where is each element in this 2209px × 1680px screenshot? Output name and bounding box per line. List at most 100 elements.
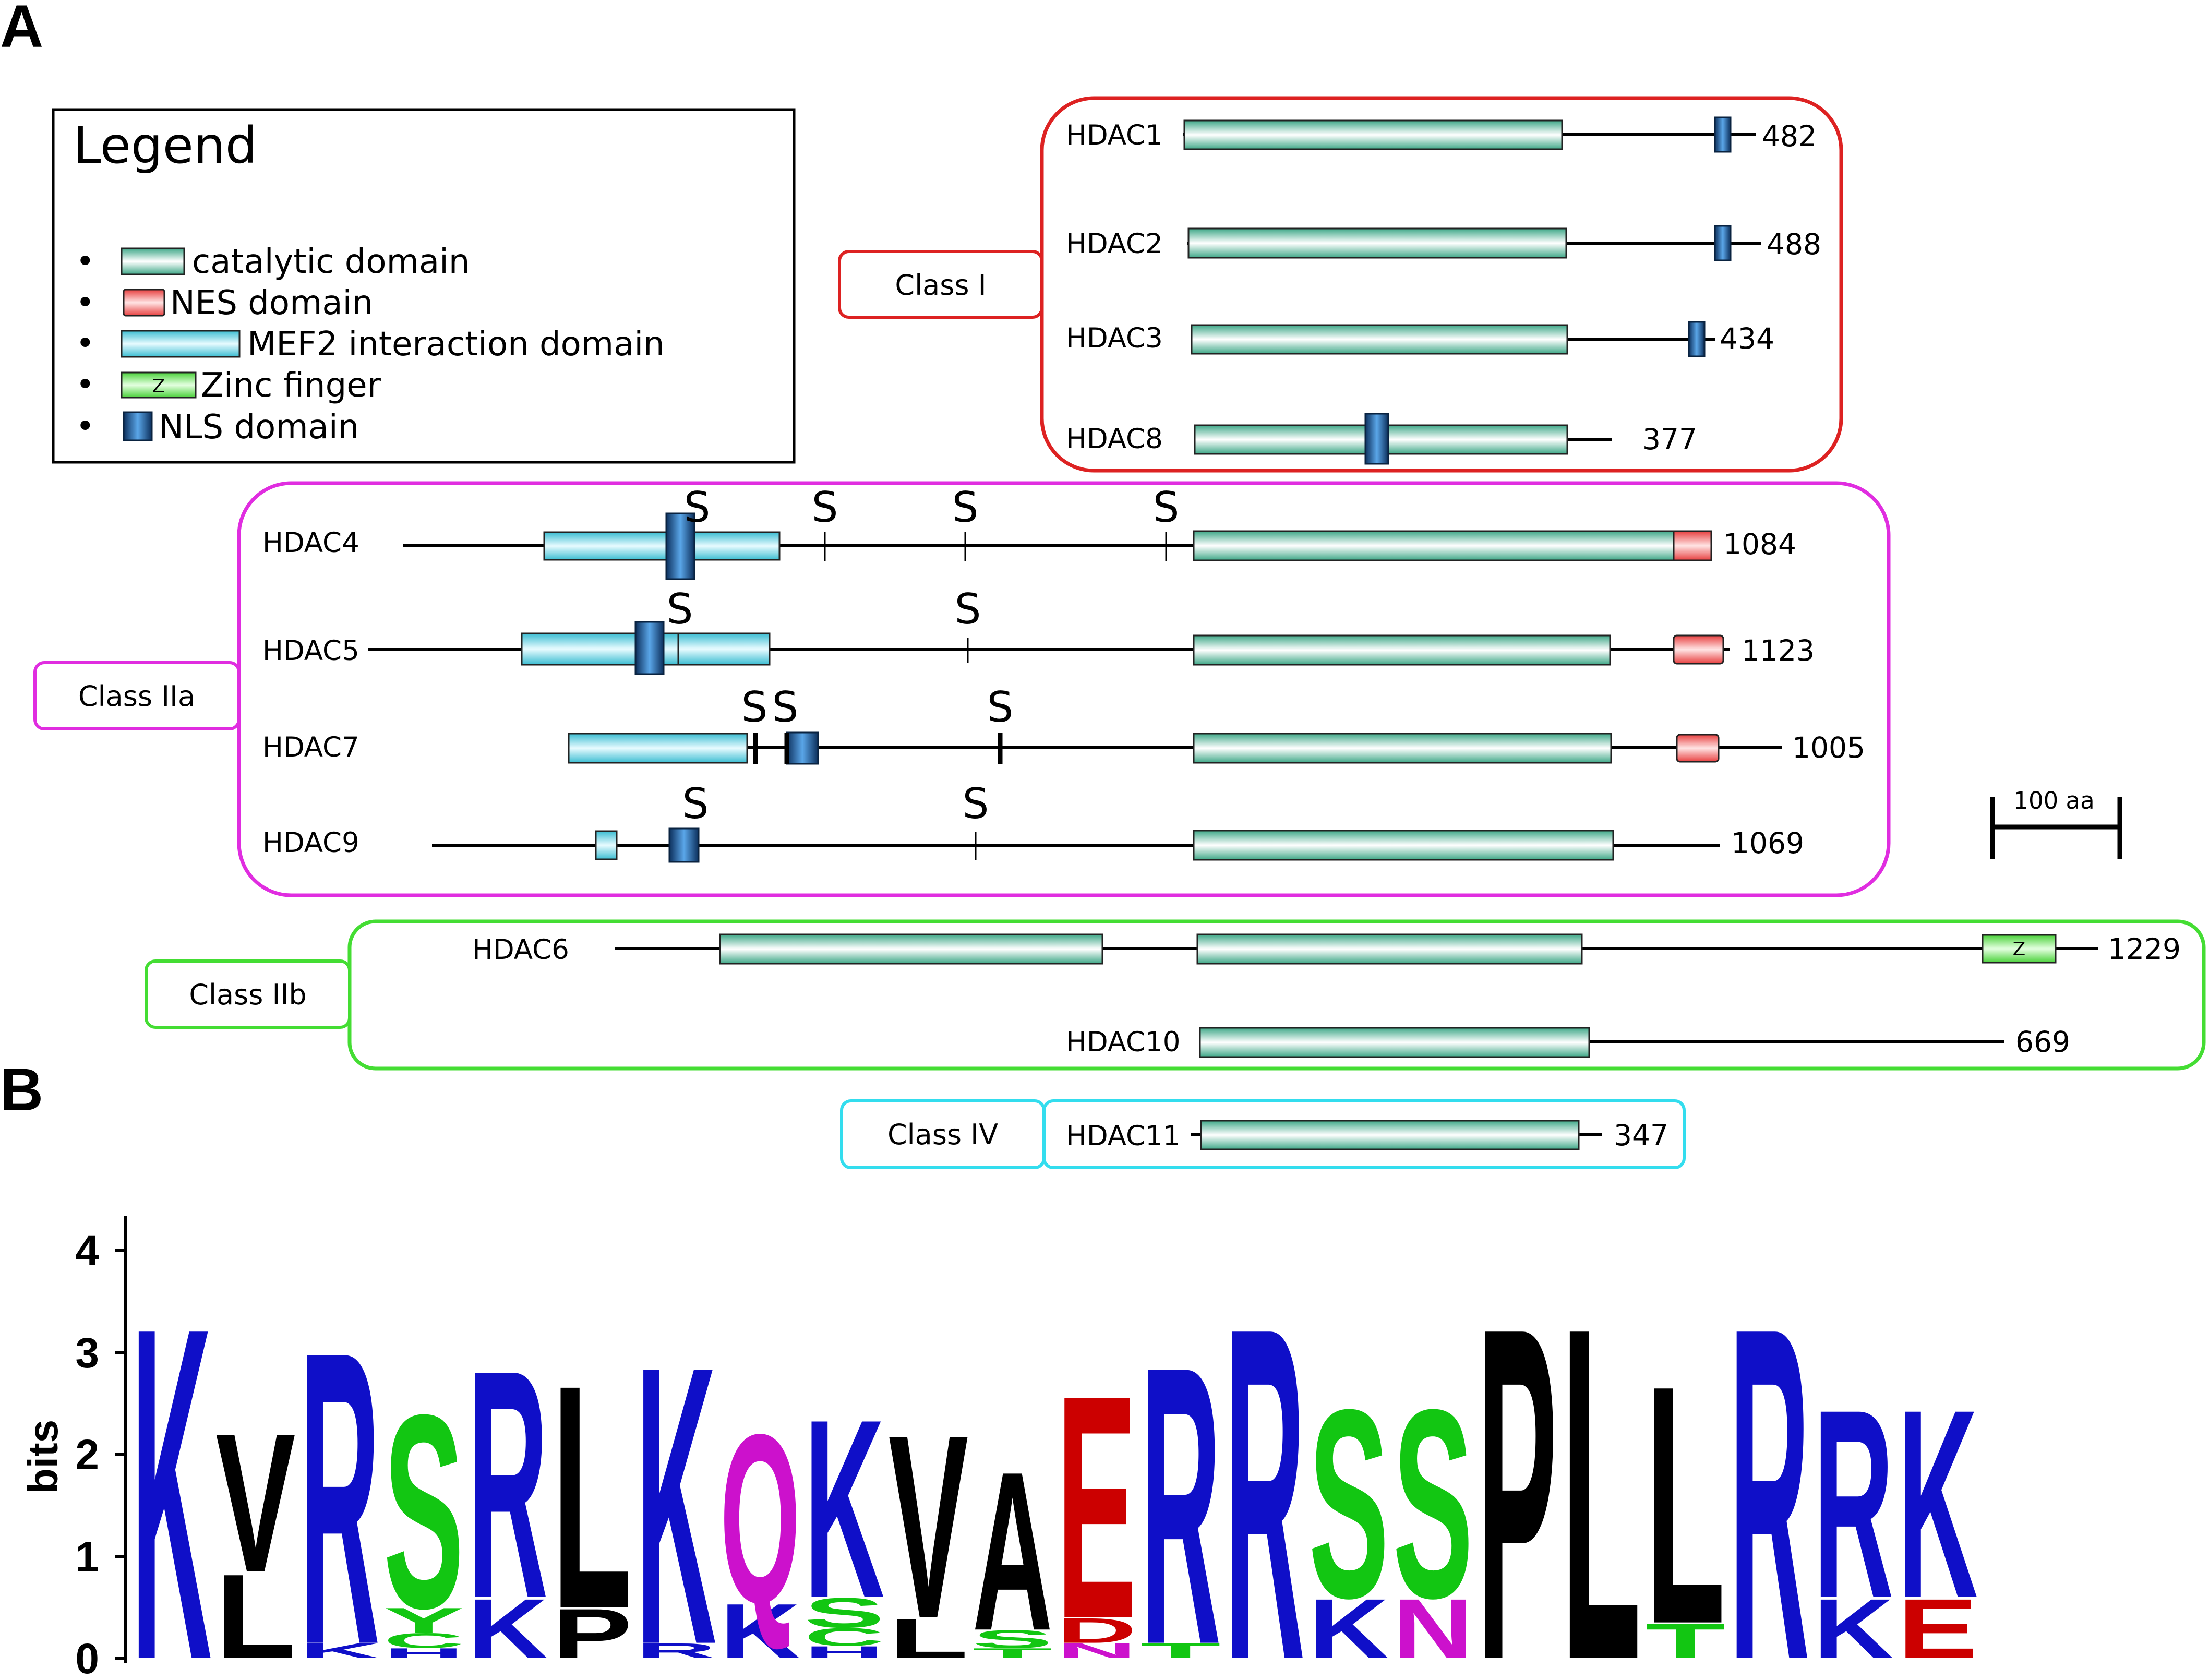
panel-label-a: A [0,0,43,60]
hdac7-row: HDAC7 S S S 1005 [262,683,1865,765]
y-tick-label: 1 [75,1533,99,1581]
nls-domain [668,827,700,863]
logo-letter-S: S [1393,1353,1473,1654]
class-i-box [1040,96,1843,473]
logo-letter-R: R [1140,1285,1221,1680]
logo-letter-T: T [973,1645,1053,1661]
legend-label-catalytic: catalytic domain [192,243,470,281]
hdac5-row: HDAC5 S S 1123 [262,585,1815,675]
logo-letter-R: R [636,1639,716,1663]
logo-letter-V: V [889,1380,969,1673]
logo-letter-R: R [1729,1229,1809,1680]
legend-swatch-zinc [121,371,197,399]
logo-letter-Y: Y [383,1601,464,1640]
catalytic-domain [1196,933,1583,965]
zinc-finger-glyph: Z [2013,939,2026,960]
protein-length: 434 [1720,322,1774,355]
legend-swatch-catalytic [121,247,185,275]
protein-length: 1005 [1792,731,1865,764]
zinc-finger-domain [1982,934,2057,964]
protein-name: HDAC10 [1066,1026,1181,1058]
y-tick-label: 3 [75,1329,99,1377]
logo-letter-Q: Q [720,1385,800,1654]
logo-letter-K: K [1814,1581,1894,1676]
protein-name: HDAC4 [262,527,359,559]
nls-domain [1688,321,1706,357]
logo-letter-K: K [1898,1353,1978,1654]
nls-domain [1364,413,1389,465]
serine-site-label: S [684,483,711,532]
protein-length: 488 [1767,227,1821,261]
nes-domain [1676,734,1720,763]
catalytic-domain [1200,1120,1580,1150]
protein-length: 377 [1642,423,1697,456]
nes-domain [1673,634,1724,665]
logo-letter-K: K [467,1581,548,1676]
nes-domain [1673,530,1712,561]
logo-letter-V: V [215,1392,296,1614]
hdac2-row: HDAC2 488 [1066,225,1821,261]
legend-swatch-mef2 [121,330,241,358]
mef2-domain [543,531,781,561]
legend-label-nls: NLS domain [159,408,359,447]
y-tick-label: 0 [75,1635,99,1680]
legend-title: Legend [73,116,257,175]
catalytic-domain [1193,733,1612,764]
logo-letter-H: H [804,1643,884,1662]
protein-length: 1069 [1731,826,1804,860]
legend-swatch-nls [123,411,153,441]
nls-domain [634,621,665,675]
logo-letter-S: S [383,1357,464,1666]
logo-letter-E: E [1898,1581,1978,1676]
serine-site-label: S [682,779,709,828]
scale-bar-label: 100 aa [2013,787,2094,814]
nls-domain [1714,116,1732,153]
protein-length: 669 [2015,1025,2070,1059]
protein-name: HDAC3 [1066,322,1163,354]
logo-letter-T: T [1140,1639,1221,1662]
logo-letter-L: L [552,1319,632,1675]
class-i-group: Class I [838,96,1843,473]
legend-item-zinc: • Z Zinc finger [76,365,381,405]
logo-letter-K: K [636,1285,716,1680]
legend-box [52,108,796,464]
legend-bullet: • [76,283,95,321]
class-iib-group: Class IIb [145,919,2206,1071]
protein-length: 1229 [2108,932,2181,966]
protein-name: HDAC9 [262,827,359,859]
logo-letter-L: L [1561,1229,1641,1680]
logo-letter-L: L [215,1550,296,1680]
class-iv-box [1042,1099,1686,1169]
class-i-label: Class I [895,269,986,302]
logo-letter-T: T [1645,1614,1725,1669]
class-iia-group: Class IIa [33,481,1891,897]
hdac9-row: HDAC9 S S 1069 [262,779,1804,863]
catalytic-domain [1187,227,1567,259]
hdac11-row: HDAC11 347 [1066,1119,1668,1152]
serine-site-label: S [667,585,693,633]
logo-letter-C: C [804,1623,884,1651]
logo-letter-S: S [804,1589,884,1636]
protein-name: HDAC11 [1066,1120,1181,1152]
logo-letter-K: K [131,1229,212,1680]
logo-letter-R: R [1224,1229,1305,1680]
protein-length: 347 [1614,1119,1668,1152]
catalytic-domain [1183,119,1563,150]
logo-letter-C: C [383,1629,464,1653]
panel-label-b: B [0,1057,43,1123]
logo-y-axis-label: bits [20,1420,66,1494]
catalytic-domain [1193,634,1611,666]
logo-letter-N: N [1393,1581,1473,1676]
serine-site-label: S [741,683,768,731]
logo-letter-D: D [1057,1611,1137,1650]
nls-domain [786,731,819,765]
logo-letter-H: H [383,1646,464,1661]
serine-site-label: S [812,483,838,532]
legend: Legend • catalytic domain • NES domain •… [52,108,796,464]
hdac3-row: HDAC3 434 [1066,321,1774,357]
catalytic-domain [719,933,1103,965]
logo-letter-L: L [1645,1315,1725,1680]
logo-letter-K: K [804,1366,884,1651]
